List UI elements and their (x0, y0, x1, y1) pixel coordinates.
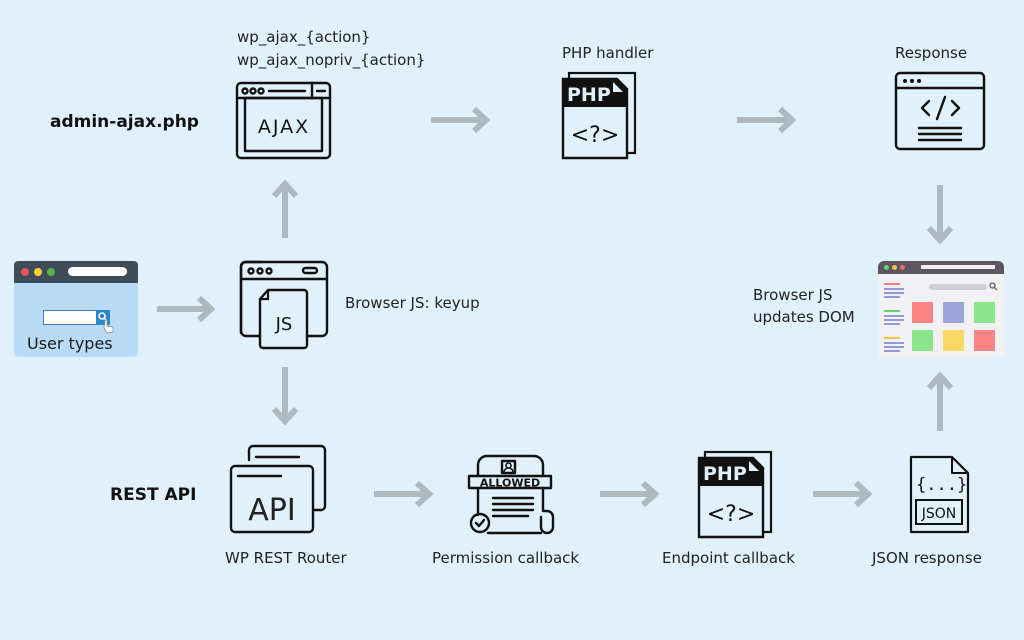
page-search-icon (989, 282, 998, 291)
api-badge-text: API (248, 493, 295, 528)
content-tile (974, 302, 995, 323)
user-typing-node: User types (14, 261, 138, 357)
permission-callback-label: Permission callback (432, 549, 580, 567)
arrow-endpoint-to-json (813, 480, 873, 508)
content-tile (974, 330, 995, 351)
arrow-user-to-browser-js (157, 295, 216, 323)
php-file-icon: PHP <?> (561, 71, 637, 160)
allowed-badge-text: ALLOWED (480, 477, 540, 490)
php-badge-text: PHP (703, 463, 747, 485)
page-search-bar (929, 284, 987, 290)
ajax-hook-label: wp_ajax_{action} (237, 28, 371, 46)
arrow-ajax-to-php-handler (431, 106, 491, 134)
json-response-label: JSON response (872, 549, 982, 567)
endpoint-callback-label: Endpoint callback (662, 549, 795, 567)
arrow-json-to-dom (926, 371, 954, 431)
js-file-icon: JS (258, 288, 309, 350)
ajax-window-icon: AJAX (235, 81, 332, 160)
allowed-document-icon: ALLOWED (467, 454, 555, 535)
ajax-hooks: wp_ajax_{action} wp_ajax_nopriv_{action} (237, 26, 425, 72)
php-handler-label: PHP handler (562, 44, 654, 62)
dom-label-line: Browser JS (753, 286, 833, 304)
dom-update-label: Browser JS updates DOM (753, 284, 855, 328)
content-tile (912, 302, 933, 323)
json-glyph-text: {...} (916, 475, 967, 495)
web-page-layout-icon (878, 261, 1004, 357)
arrow-browser-js-to-rest-router (271, 367, 299, 426)
minimize-dot-icon (34, 268, 42, 276)
browser-js-label: Browser JS: keyup (345, 294, 480, 312)
api-folders-icon: API (229, 444, 327, 534)
dom-label-line: updates DOM (753, 308, 855, 326)
php-file-icon: PHP <?> (697, 450, 773, 539)
php-badge-text: PHP (567, 84, 611, 106)
arrow-php-handler-to-response (737, 106, 797, 134)
js-badge-text: JS (275, 314, 293, 335)
maximize-dot-icon (47, 268, 55, 276)
json-file-icon: {...} JSON (909, 455, 970, 534)
search-field (43, 310, 97, 325)
php-glyph-text: <?> (571, 123, 620, 148)
ajax-hook-label: wp_ajax_nopriv_{action} (237, 51, 426, 69)
address-bar (68, 267, 127, 276)
row-label-rest: REST API (110, 485, 197, 505)
arrow-response-to-dom (926, 185, 954, 245)
row-label-ajax: admin-ajax.php (50, 112, 199, 132)
response-label: Response (895, 44, 968, 62)
close-dot-icon (21, 268, 29, 276)
arrow-rest-router-to-permission (374, 480, 434, 508)
rest-router-label: WP REST Router (225, 549, 347, 567)
content-tile (912, 330, 933, 351)
pointer-hand-icon (103, 319, 114, 334)
browser-title-bar (14, 261, 138, 283)
user-types-label: User types (27, 334, 113, 353)
code-window-icon (894, 71, 986, 151)
content-tile (943, 302, 964, 323)
page-title-bar (878, 261, 1004, 274)
json-badge-text: JSON (921, 506, 957, 522)
arrow-permission-to-endpoint (600, 480, 660, 508)
content-tile (943, 330, 964, 351)
arrow-browser-js-to-ajax (271, 179, 299, 238)
php-glyph-text: <?> (707, 502, 756, 527)
ajax-badge-text: AJAX (258, 116, 310, 138)
